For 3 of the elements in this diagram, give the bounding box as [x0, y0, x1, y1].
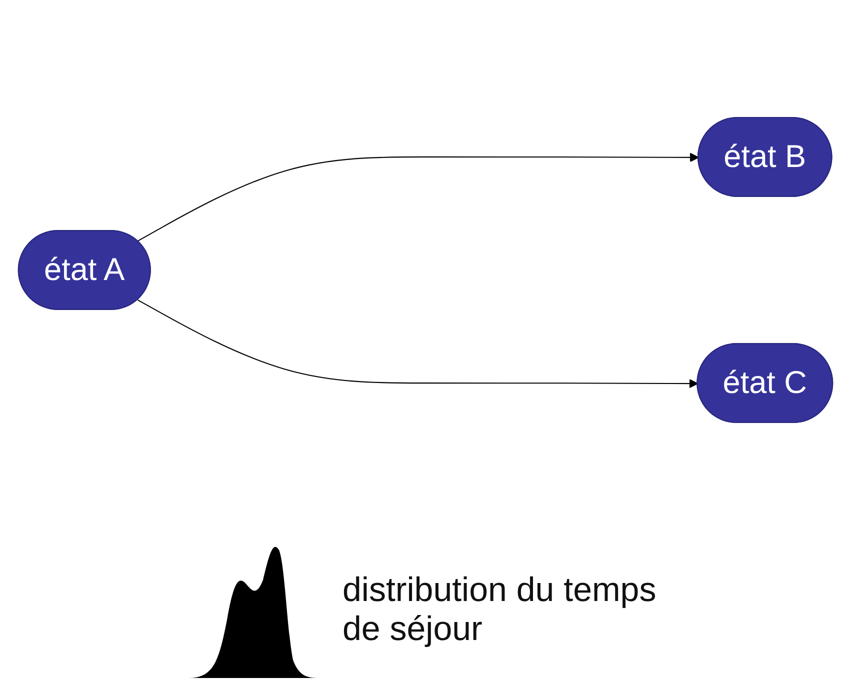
arrow [137, 152, 699, 242]
arrow [137, 300, 698, 388]
annotation-text: distribution du temps de séjour [342, 571, 658, 649]
